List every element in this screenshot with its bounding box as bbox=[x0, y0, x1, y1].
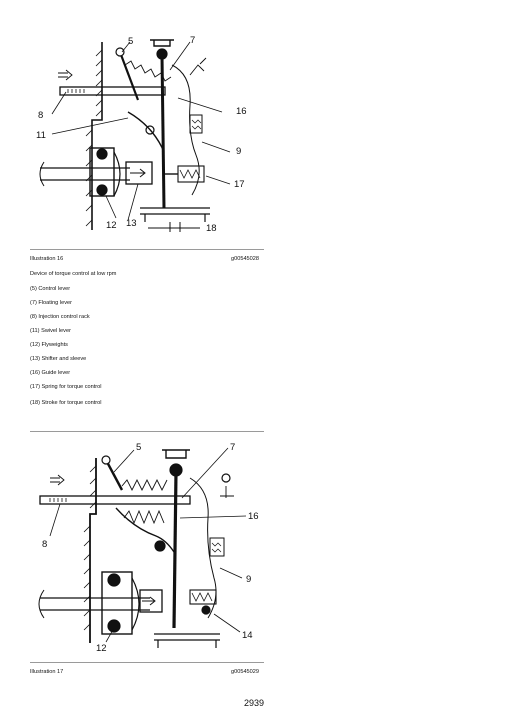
callout-9: 9 bbox=[246, 574, 251, 585]
callout-7: 7 bbox=[230, 442, 235, 453]
callout-18: 18 bbox=[206, 223, 217, 234]
callout-5: 5 bbox=[136, 442, 141, 453]
governor-diagram-low-rpm: 5 7 8 11 16 9 17 12 13 18 bbox=[36, 35, 247, 234]
legend-item-13: (13) Shifter and sleeve bbox=[30, 356, 87, 362]
callout-14: 14 bbox=[242, 630, 253, 641]
callout-5: 5 bbox=[128, 36, 133, 47]
callout-17: 17 bbox=[234, 179, 245, 190]
callout-16: 16 bbox=[236, 106, 247, 117]
illustration-16-figure: 5 7 8 11 16 9 17 12 13 18 bbox=[30, 30, 275, 235]
legend-item-12: (12) Flyweights bbox=[30, 342, 68, 348]
callout-8: 8 bbox=[42, 539, 47, 550]
legend-item-8: (8) Injection control rack bbox=[30, 314, 90, 320]
illustration-17-code: g00545029 bbox=[231, 669, 259, 675]
illustration-17-figure: 5 7 8 16 9 12 14 bbox=[30, 438, 275, 653]
legend-item-7: (7) Floating lever bbox=[30, 300, 72, 306]
callout-16: 16 bbox=[248, 511, 259, 522]
figure-description: Device of torque control at low rpm bbox=[30, 271, 117, 277]
caption-rule bbox=[30, 662, 264, 663]
legend-item-5: (5) Control lever bbox=[30, 286, 71, 292]
illustration-17-label: Illustration 17 bbox=[30, 669, 64, 675]
legend-item-11: (11) Swivel lever bbox=[30, 328, 71, 334]
legend-item-17: (17) Spring for torque control bbox=[30, 384, 102, 390]
caption-rule bbox=[30, 249, 264, 250]
callout-13: 13 bbox=[126, 218, 137, 229]
legend-item-18: (18) Stroke for torque control bbox=[30, 400, 102, 406]
callout-11: 11 bbox=[36, 130, 46, 141]
page-number: 2939 bbox=[244, 698, 265, 708]
callout-12: 12 bbox=[96, 643, 107, 653]
illustration-16-label: Illustration 16 bbox=[30, 256, 64, 262]
legend-item-16: (16) Guide lever bbox=[30, 370, 71, 376]
callout-9: 9 bbox=[236, 146, 241, 157]
governor-diagram: 5 7 8 16 9 12 14 bbox=[38, 442, 259, 653]
callout-8: 8 bbox=[38, 110, 43, 121]
callout-7: 7 bbox=[190, 35, 195, 46]
illustration-16-code: g00545028 bbox=[231, 256, 259, 262]
section-rule bbox=[30, 431, 264, 432]
callout-12: 12 bbox=[106, 220, 117, 231]
